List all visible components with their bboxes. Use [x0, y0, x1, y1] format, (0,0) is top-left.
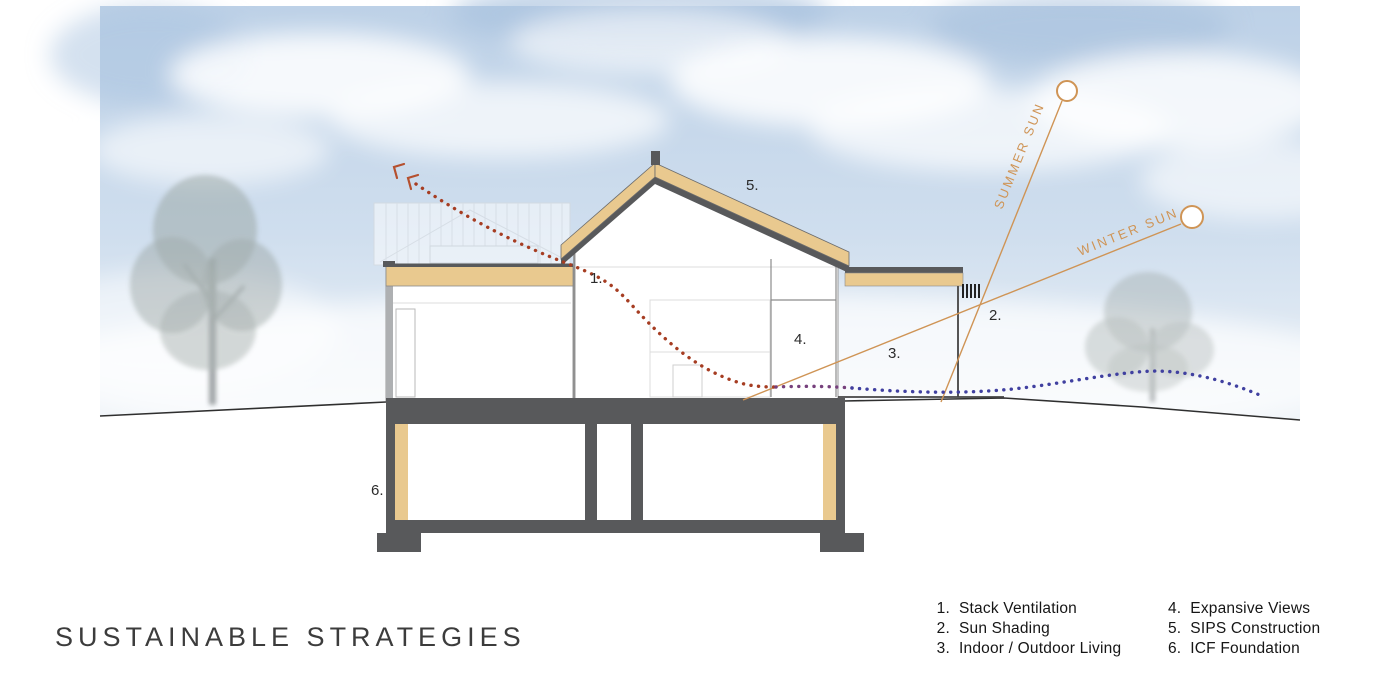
- winter-sun-icon: [1180, 205, 1204, 229]
- callout-numbers: 1. 2. 3. 4. 5. 6.: [371, 177, 1002, 499]
- callout-6-icf: 6.: [371, 482, 384, 499]
- winter-sun-ray: [742, 223, 1182, 401]
- legend-item: 2. Sun Shading: [928, 619, 1121, 639]
- callout-1-stack-ventilation: 1.: [590, 270, 603, 287]
- floor-slab: [386, 398, 845, 424]
- callout-4-expansive-views: 4.: [794, 331, 807, 348]
- interior-lines: [393, 266, 836, 398]
- left-wall-gray-edge: [386, 265, 393, 401]
- legend-item-label: Expansive Views: [1190, 600, 1311, 617]
- summer-sun-ray: [940, 100, 1063, 403]
- legend-item-number: 3.: [936, 640, 950, 657]
- footing-right: [820, 533, 864, 552]
- page-title: SUSTAINABLE STRATEGIES: [55, 622, 526, 652]
- legend-item-label: Sun Shading: [959, 620, 1050, 637]
- foundation: [377, 398, 864, 552]
- warm-air-dots: [414, 182, 778, 389]
- icf-wall-right: [823, 424, 836, 520]
- shade-canopy: [838, 267, 1004, 398]
- legend-item-label: SIPS Construction: [1190, 620, 1321, 637]
- ground-line: [99, 397, 1301, 421]
- left-wing-roof: [383, 261, 574, 287]
- gable-roof: [560, 151, 850, 273]
- icf-wall-left: [395, 424, 408, 520]
- callout-5-sips: 5.: [746, 177, 759, 194]
- transition-air-dots: [774, 384, 854, 390]
- tree-right: [1085, 272, 1214, 402]
- legend-item-number: 5.: [1167, 620, 1182, 637]
- legend-item-number: 4.: [1167, 600, 1182, 617]
- callout-3-indoor-outdoor: 3.: [888, 345, 901, 362]
- footing-left: [377, 533, 421, 552]
- house-section: [377, 151, 1004, 552]
- cool-air-dots: [850, 369, 1264, 398]
- airflow-exit-arrows: [392, 162, 420, 191]
- airflow-path: [392, 162, 1264, 398]
- legend: 1. Stack Ventilation 2. Sun Shading 3. I…: [928, 599, 1320, 659]
- left-wing-wall: [385, 264, 574, 402]
- tree-left: [130, 175, 282, 405]
- legend-item: 5. SIPS Construction: [1159, 619, 1320, 639]
- legend-item: 1. Stack Ventilation: [928, 599, 1121, 619]
- sun-shade-fins: [962, 284, 980, 298]
- summer-sun-icon: [1056, 80, 1078, 102]
- callout-2-sun-shading: 2.: [989, 307, 1002, 324]
- legend-item-label: ICF Foundation: [1190, 640, 1300, 657]
- legend-item-number: 6.: [1167, 640, 1182, 657]
- legend-item-label: Indoor / Outdoor Living: [959, 640, 1122, 657]
- legend-item: 3. Indoor / Outdoor Living: [928, 639, 1121, 659]
- legend-column-right: 4. Expansive Views 5. SIPS Construction …: [1159, 599, 1320, 659]
- glazing-mullions: [573, 245, 837, 399]
- legend-item-label: Stack Ventilation: [959, 600, 1078, 617]
- ghost-framing: [373, 202, 571, 266]
- basement-floor: [395, 520, 845, 533]
- legend-item-number: 2.: [936, 620, 950, 637]
- legend-column-left: 1. Stack Ventilation 2. Sun Shading 3. I…: [928, 599, 1121, 659]
- legend-item: 4. Expansive Views: [1159, 599, 1320, 619]
- legend-item-number: 1.: [936, 600, 950, 617]
- ridge-vent: [651, 151, 660, 165]
- legend-item: 6. ICF Foundation: [1159, 639, 1320, 659]
